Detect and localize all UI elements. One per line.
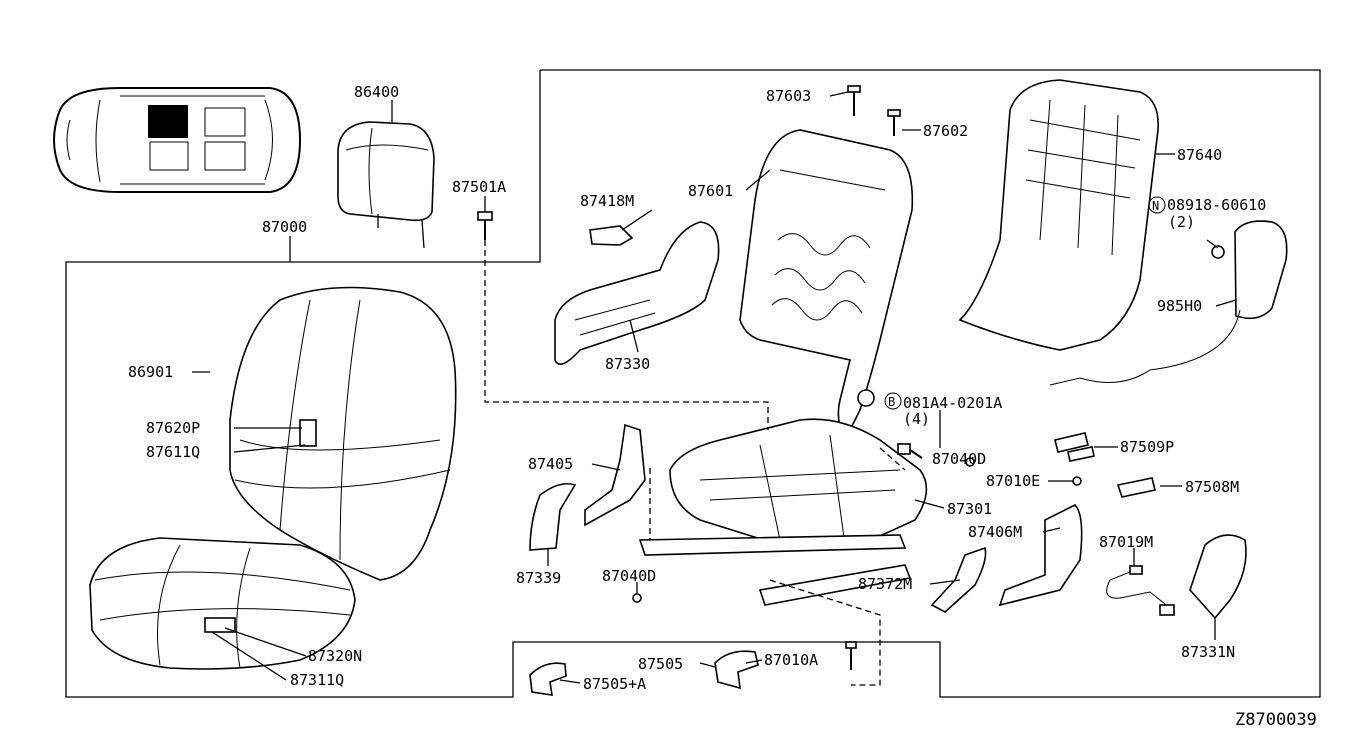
label-87611Q: 87611Q xyxy=(146,443,200,461)
cover-87505 xyxy=(714,650,759,690)
label-87010A: 87010A xyxy=(764,651,818,669)
nut-marker-letter: N xyxy=(1152,199,1159,213)
bracket-87418M xyxy=(589,225,634,246)
cover-87339 xyxy=(529,482,577,551)
label-87501A: 87501A xyxy=(452,178,506,196)
label-081A4-0201A: 081A4-0201A xyxy=(903,394,1002,412)
side-shield-87330 xyxy=(554,221,720,366)
seat-back-trim xyxy=(229,286,457,581)
label-87010E: 87010E xyxy=(986,472,1040,490)
seat-cushion-frame-87301 xyxy=(638,418,928,606)
reference-lines xyxy=(484,240,906,686)
label-08918-qty: (2) xyxy=(1168,213,1195,231)
label-87320N: 87320N xyxy=(308,647,362,665)
label-87040D-lower: 87040D xyxy=(602,567,656,585)
seat-back-frame-87601 xyxy=(739,129,914,442)
label-87406M: 87406M xyxy=(968,523,1022,541)
label-87301: 87301 xyxy=(947,500,992,518)
label-87405: 87405 xyxy=(528,455,573,473)
fasteners xyxy=(632,85,1082,670)
cover-87405 xyxy=(584,423,646,527)
label-87330: 87330 xyxy=(605,355,650,373)
assembly-frame xyxy=(65,69,1321,698)
headrest-86400 xyxy=(337,121,435,249)
label-87372M: 87372M xyxy=(858,575,912,593)
clip-87508M xyxy=(1116,477,1156,498)
label-87331N: 87331N xyxy=(1181,643,1235,661)
label-87505A: 87505+A xyxy=(583,675,646,693)
label-87311Q: 87311Q xyxy=(290,671,344,689)
label-87508M: 87508M xyxy=(1185,478,1239,496)
clip-87509P xyxy=(1054,432,1095,462)
label-87505: 87505 xyxy=(638,655,683,673)
nut-marker-icon xyxy=(1148,196,1166,214)
bolt-marker-icon xyxy=(884,392,902,410)
label-081A4-qty: (4) xyxy=(903,410,930,428)
label-08918-60610: 08918-60610 xyxy=(1167,196,1266,214)
diagram-id: Z8700039 xyxy=(1235,710,1317,730)
harness-87019M xyxy=(1106,565,1176,616)
label-87418M: 87418M xyxy=(580,192,634,210)
label-87509P: 87509P xyxy=(1120,438,1174,456)
cover-87505A xyxy=(529,662,567,696)
label-87620P: 87620P xyxy=(146,419,200,437)
cover-87331N xyxy=(1189,534,1247,620)
label-985H0: 985H0 xyxy=(1157,297,1202,315)
label-87040D-upper: 87040D xyxy=(932,450,986,468)
label-87000: 87000 xyxy=(262,218,307,236)
label-87602: 87602 xyxy=(923,122,968,140)
label-87640: 87640 xyxy=(1177,146,1222,164)
callout-labels: 86400 87501A 87000 86901 87620P 87611Q 8… xyxy=(128,83,1317,730)
label-87601: 87601 xyxy=(688,182,733,200)
label-87019M: 87019M xyxy=(1099,533,1153,551)
vehicle-location-icon xyxy=(53,87,302,193)
leader-lines xyxy=(192,91,1237,684)
label-87603: 87603 xyxy=(766,87,811,105)
label-87339: 87339 xyxy=(516,569,561,587)
bolt-87501A xyxy=(477,211,493,240)
bolt-marker-letter: B xyxy=(888,395,895,409)
cover-87406M xyxy=(998,504,1083,607)
highlighted-seat-icon xyxy=(148,105,188,138)
label-86400: 86400 xyxy=(354,83,399,101)
side-airbag-985H0 xyxy=(1049,220,1288,386)
label-86901: 86901 xyxy=(128,363,173,381)
seat-back-board-87640 xyxy=(958,79,1159,351)
